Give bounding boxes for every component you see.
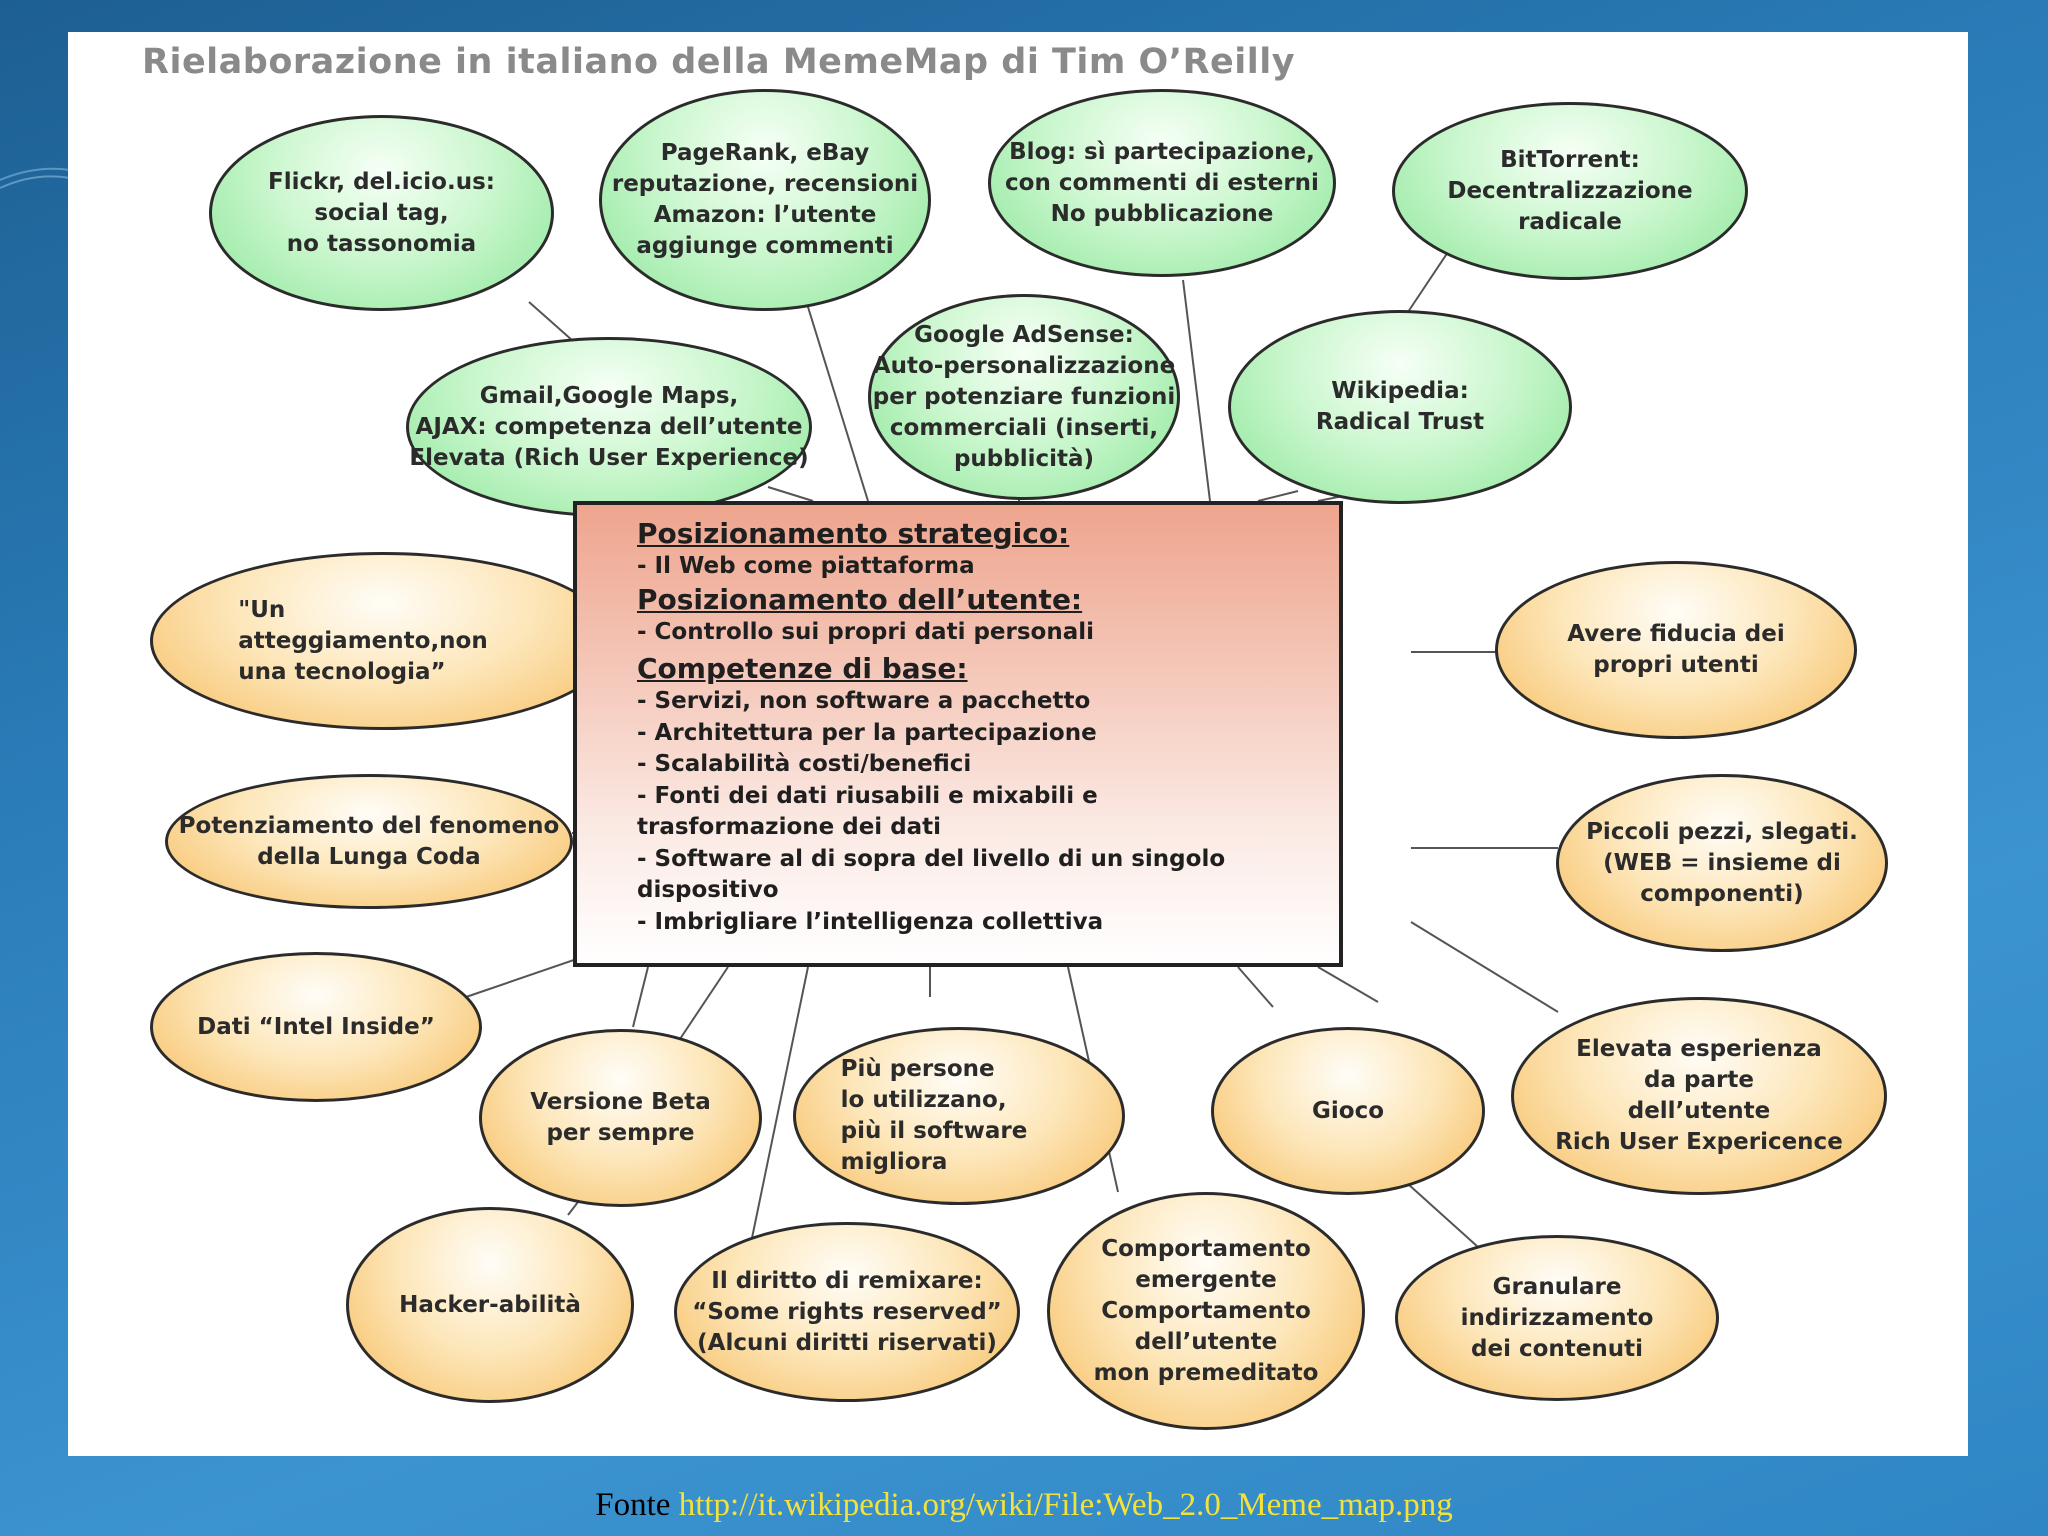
connector-gioco-2: [1317, 966, 1379, 1003]
center-item-competenza: - Fonti dei dati riusabili e mixabili e: [637, 782, 1098, 809]
connector-gmail-2: [767, 486, 814, 502]
node-esperienza: Elevata esperienza da parte dell’utente …: [1511, 997, 1887, 1195]
connector-remix: [751, 966, 809, 1239]
node-flickr: Flickr, del.icio.us: social tag, no tass…: [209, 115, 554, 311]
node-esperienza-label: Elevata esperienza da parte dell’utente …: [1555, 1036, 1843, 1155]
node-granulare: Granulare indirizzamento dei contenuti: [1395, 1235, 1719, 1401]
node-piccoli: Piccoli pezzi, slegati. (WEB = insieme d…: [1556, 774, 1888, 952]
center-item-piattaforma: - Il Web come piattaforma: [637, 553, 975, 579]
node-persone: Più persone lo utilizzano, più il softwa…: [793, 1027, 1125, 1205]
center-item-competenza: - Imbrigliare l’intelligenza collettiva: [637, 908, 1104, 935]
center-item-competenza: dispositivo: [637, 877, 779, 903]
node-pagerank: PageRank, eBay reputazione, recensioni A…: [599, 89, 931, 311]
node-fiducia-label: Avere fiducia dei propri utenti: [1567, 621, 1785, 678]
connector-bittorrent: [1407, 251, 1449, 313]
center-item-competenza: - Scalabilità costi/benefici: [637, 751, 972, 777]
center-item-competenza: - Servizi, non software a pacchetto: [637, 688, 1091, 714]
source-caption: Fonte http://it.wikipedia.org/wiki/File:…: [0, 1487, 2048, 1524]
node-gmail: Gmail,Google Maps, AJAX: competenza dell…: [406, 337, 812, 517]
source-link[interactable]: http://it.wikipedia.org/wiki/File:Web_2.…: [678, 1487, 1453, 1523]
node-remix-label: Il diritto di remixare: “Some rights res…: [692, 1267, 1002, 1356]
node-coda: Potenziamento del fenomeno della Lunga C…: [165, 774, 573, 909]
node-atteggiamento: "Un atteggiamento,non una tecnologia”: [150, 552, 616, 730]
center-heading-utente: Posizionamento dell’utente:: [637, 582, 1083, 616]
node-hacker: Hacker-abilità: [346, 1207, 634, 1403]
connector-beta-1: [632, 966, 649, 1028]
node-gioco-label: Gioco: [1312, 1097, 1384, 1124]
node-beta: Versione Beta per sempre: [479, 1029, 762, 1207]
node-intel-label: Dati “Intel Inside”: [197, 1013, 435, 1040]
node-hacker-label: Hacker-abilità: [399, 1291, 581, 1318]
center-item-competenza: - Software al di sopra del livello di un…: [637, 845, 1226, 872]
node-adsense-label: Google AdSense: Auto-personalizzazione p…: [872, 321, 1176, 472]
source-prefix: Fonte: [595, 1487, 671, 1523]
node-coda-label: Potenziamento del fenomeno della Lunga C…: [178, 812, 560, 870]
connector-pagerank: [807, 306, 869, 502]
center-box: Posizionamento strategico: - Il Web come…: [573, 501, 1343, 967]
node-persone-label: Più persone lo utilizzano, più il softwa…: [840, 1056, 1028, 1175]
node-gmail-label: Gmail,Google Maps, AJAX: competenza dell…: [409, 382, 809, 471]
center-item-competenza: - Architettura per la partecipazione: [637, 719, 1097, 746]
decorative-swoosh: [0, 167, 70, 189]
node-remix: Il diritto di remixare: “Some rights res…: [674, 1222, 1020, 1402]
node-flickr-label: Flickr, del.icio.us: social tag, no tass…: [267, 168, 495, 257]
node-gioco: Gioco: [1211, 1027, 1485, 1195]
center-item-competenza: trasformazione dei dati: [637, 814, 942, 840]
node-comportamento: Comportamento emergente Comportamento de…: [1047, 1192, 1365, 1430]
diagram-title: Rielaborazione in italiano della MemeMap…: [142, 42, 1296, 82]
center-heading-strategico: Posizionamento strategico:: [637, 517, 1070, 550]
node-atteggiamento-label: "Un atteggiamento,non una tecnologia”: [238, 596, 488, 685]
center-heading-competenze: Competenze di base:: [637, 652, 968, 685]
connector-gioco-1: [1237, 966, 1274, 1008]
connector-granulare: [1397, 1174, 1479, 1248]
node-blog: Blog: sì partecipazione, con commenti di…: [988, 89, 1336, 277]
node-wikipedia-label: Wikipedia: Radical Trust: [1315, 378, 1485, 435]
node-wikipedia: Wikipedia: Radical Trust: [1228, 310, 1572, 504]
node-adsense: Google AdSense: Auto-personalizzazione p…: [868, 294, 1180, 500]
node-bittorrent: BitTorrent: Decentralizzazione radicale: [1392, 102, 1748, 280]
node-blog-label: Blog: sì partecipazione, con commenti di…: [1005, 138, 1319, 227]
node-fiducia: Avere fiducia dei propri utenti: [1495, 561, 1857, 739]
center-item-controllo: - Controllo sui propri dati personali: [637, 618, 1095, 645]
connector-esperienza: [1410, 921, 1559, 1013]
node-piccoli-label: Piccoli pezzi, slegati. (WEB = insieme d…: [1586, 818, 1858, 907]
connector-blog: [1182, 279, 1211, 502]
connector-wikipedia-1: [1257, 490, 1299, 502]
connector-beta-2: [677, 966, 729, 1043]
node-beta-label: Versione Beta per sempre: [530, 1089, 711, 1146]
connector-hacker: [567, 1201, 579, 1216]
node-intel: Dati “Intel Inside”: [150, 952, 482, 1102]
node-granulare-label: Granulare indirizzamento dei contenuti: [1460, 1273, 1654, 1362]
node-comportamento-label: Comportamento emergente Comportamento de…: [1093, 1235, 1319, 1386]
node-pagerank-label: PageRank, eBay reputazione, recensioni A…: [611, 140, 919, 259]
node-bittorrent-label: BitTorrent: Decentralizzazione radicale: [1447, 146, 1693, 235]
meme-map-panel: Rielaborazione in italiano della MemeMap…: [68, 32, 1968, 1456]
